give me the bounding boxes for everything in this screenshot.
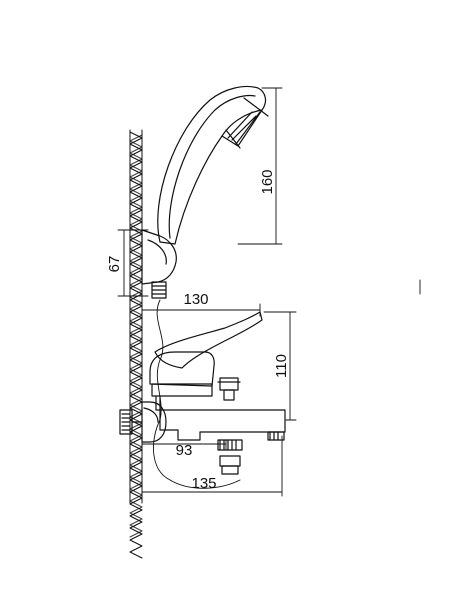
label-110: 110 <box>273 354 290 378</box>
shower-head <box>157 85 269 245</box>
label-93: 93 <box>176 442 193 459</box>
dim-160 <box>237 87 283 245</box>
dim-110 <box>263 311 297 421</box>
label-135: 135 <box>191 475 216 492</box>
shower-hose <box>153 299 241 489</box>
label-130: 130 <box>183 291 208 308</box>
label-67: 67 <box>106 256 123 273</box>
dim-130 <box>141 303 261 317</box>
wall-hatching <box>129 129 143 559</box>
shower-holder <box>141 229 177 299</box>
label-160: 160 <box>259 169 276 194</box>
dim-67 <box>117 229 149 297</box>
mixer-body <box>119 311 286 475</box>
dim-135 <box>141 435 283 497</box>
dim-93 <box>141 439 227 451</box>
